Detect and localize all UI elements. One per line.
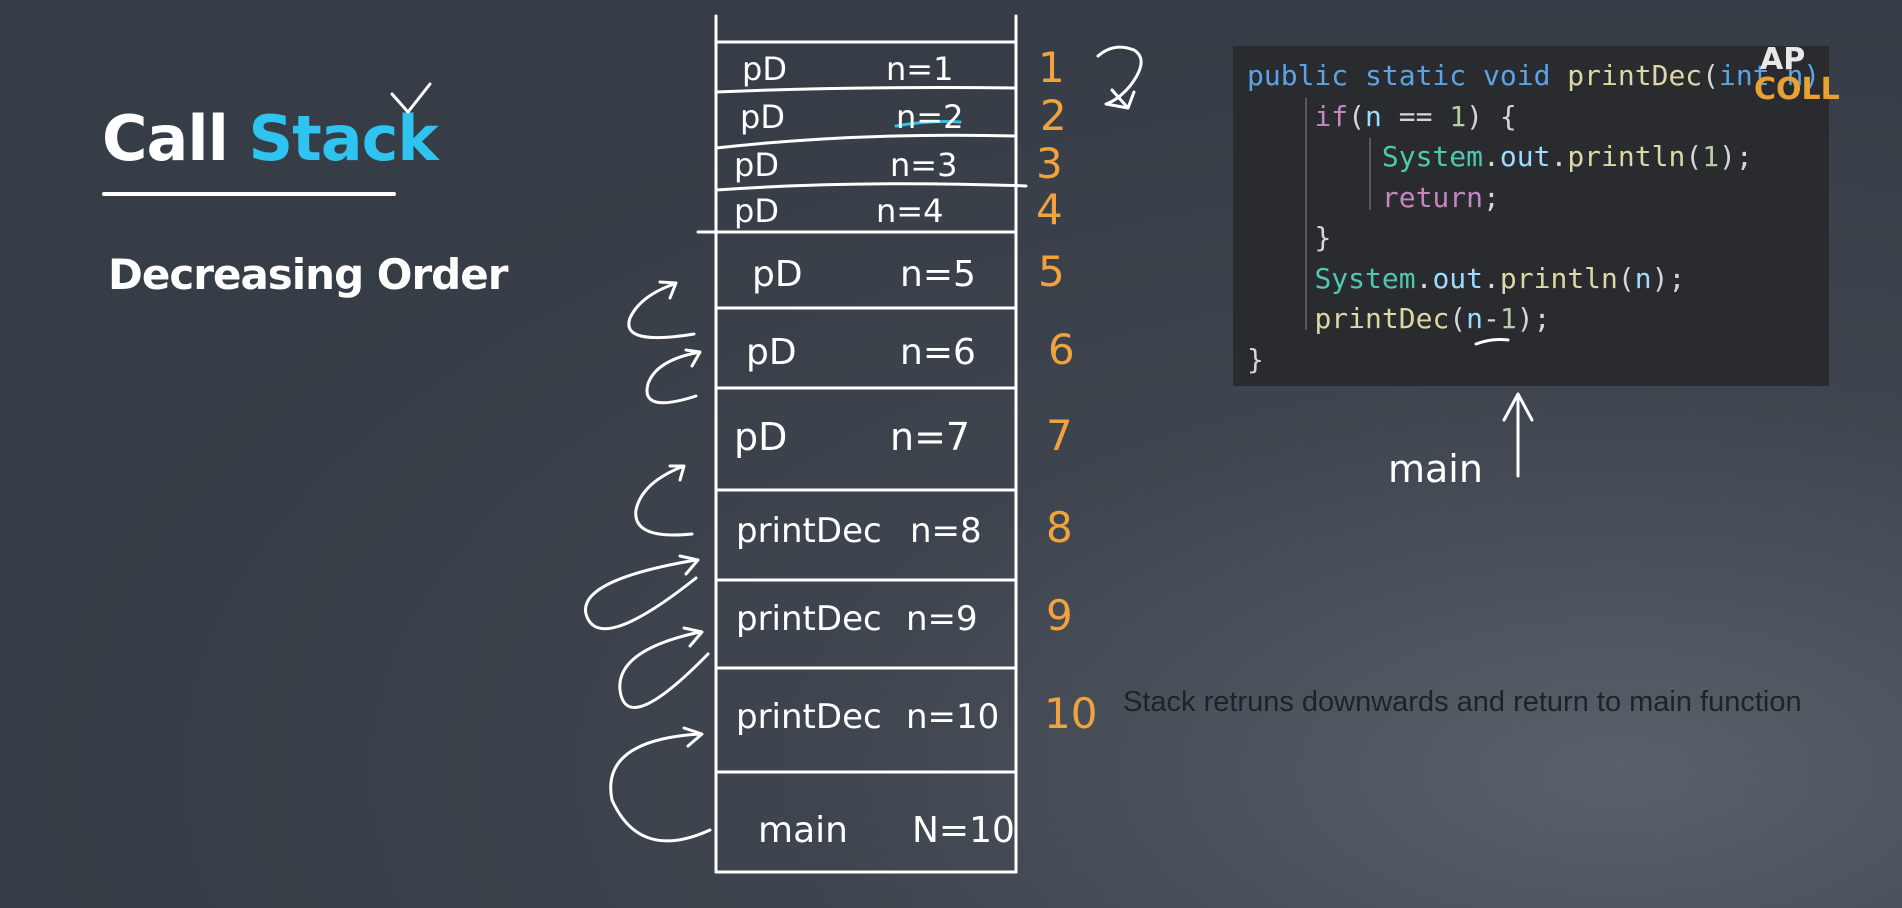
code-token: 1 xyxy=(1449,99,1467,133)
code-token: System xyxy=(1381,140,1484,173)
frame-name: pD xyxy=(746,332,797,373)
code-token: n xyxy=(1365,99,1382,133)
code-token: } xyxy=(1247,342,1264,376)
frame-name: printDec xyxy=(736,511,882,551)
up-arrow-icon xyxy=(1502,392,1534,478)
frame-value: n=2 xyxy=(896,98,963,136)
frame-index: 2 xyxy=(1040,91,1067,140)
frame-divider xyxy=(714,182,1028,192)
frame-index: 6 xyxy=(1048,325,1075,374)
frame-index: 5 xyxy=(1038,247,1065,296)
indent-guide xyxy=(1369,138,1371,210)
code-token: . xyxy=(1483,261,1500,295)
frame-value: n=3 xyxy=(890,146,957,184)
recursion-arrow xyxy=(609,726,712,843)
title-underline xyxy=(102,192,396,196)
code-token: } xyxy=(1314,221,1332,254)
code-token: System xyxy=(1314,261,1416,295)
code-token: ); xyxy=(1719,140,1753,173)
frame-index: 10 xyxy=(1044,689,1097,738)
code-token: println xyxy=(1499,261,1618,295)
code-token: ; xyxy=(1483,180,1500,214)
code-token: printDec xyxy=(1567,59,1703,92)
title-block: Call Stack xyxy=(102,108,439,170)
frame-index: 4 xyxy=(1036,185,1063,234)
recursion-arrow xyxy=(627,280,696,340)
annotation-note: Stack retruns downwards and return to ma… xyxy=(1123,686,1802,718)
recursion-arrow xyxy=(645,348,702,405)
indent-guide xyxy=(1305,98,1307,330)
code-token: ( xyxy=(1617,261,1635,295)
code-token: ( xyxy=(1685,140,1703,173)
channel-logo: AP COLL xyxy=(1754,42,1840,112)
code-token: n xyxy=(1466,302,1484,335)
code-underline xyxy=(1474,338,1510,346)
code-token: ( xyxy=(1449,302,1467,335)
frame-value: n=6 xyxy=(900,332,976,373)
frame-name: pD xyxy=(742,50,787,88)
frame-value: N=10 xyxy=(912,810,1015,851)
scribble-mark xyxy=(1096,45,1143,110)
frame-value: n=1 xyxy=(886,50,953,88)
frame-value: n=10 xyxy=(906,697,999,737)
code-token: . xyxy=(1415,261,1433,295)
frame-name: pD xyxy=(734,192,779,230)
code-token: public static void xyxy=(1247,59,1551,92)
code-token: if xyxy=(1314,99,1349,133)
code-token: == xyxy=(1381,99,1450,133)
recursion-arrow xyxy=(634,464,694,537)
frame-name: main xyxy=(758,810,848,851)
code-token: . xyxy=(1483,140,1500,173)
frame-index: 3 xyxy=(1036,139,1063,188)
page-title: Call Stack xyxy=(102,108,439,170)
frame-name: pD xyxy=(740,98,785,136)
code-token: ( xyxy=(1702,59,1720,92)
code-token: out xyxy=(1432,261,1484,295)
code-token: int n) xyxy=(1719,59,1821,92)
title-call: Call xyxy=(102,102,229,175)
check-icon xyxy=(390,82,432,114)
code-panel: public static void printDec(int n) if(n … xyxy=(1233,46,1829,386)
frame-index: 9 xyxy=(1046,591,1073,640)
frame-divider xyxy=(714,133,1018,150)
code-token: n xyxy=(1634,261,1652,295)
code-token: ); xyxy=(1516,302,1551,335)
code-token: return xyxy=(1381,180,1484,214)
code-token: - xyxy=(1483,302,1500,335)
frame-divider xyxy=(714,86,1018,94)
frame-name: pD xyxy=(752,254,803,295)
code-token: out xyxy=(1499,140,1551,173)
frame-value: n=7 xyxy=(890,415,970,459)
frame-name: pD xyxy=(734,146,779,184)
frame-name: pD xyxy=(734,415,787,459)
frame-value: n=4 xyxy=(876,192,943,230)
code-token: ); xyxy=(1651,261,1686,295)
frame-index: 1 xyxy=(1038,43,1065,92)
recursion-arrow xyxy=(618,626,710,709)
title-stack: Stack xyxy=(248,102,438,175)
frame-index: 8 xyxy=(1046,503,1073,552)
recursion-arrow xyxy=(584,554,700,631)
frame-value: n=9 xyxy=(906,599,978,639)
code-token: 1 xyxy=(1702,140,1720,173)
code-token: ) { xyxy=(1466,99,1517,133)
frame-value: n=8 xyxy=(910,511,982,551)
frame-name: printDec xyxy=(736,599,882,639)
code-token: 1 xyxy=(1499,302,1517,335)
main-label: main xyxy=(1388,447,1483,491)
frame-value: n=5 xyxy=(900,254,976,295)
frame-index: 7 xyxy=(1046,411,1073,460)
code-block: public static void printDec(int n) if(n … xyxy=(1247,56,1820,380)
highlight-underline xyxy=(894,120,962,128)
stack-frames: pD n=1 1 pD n=2 2 pD n=3 3 pD n=4 4 pD n=5 5 pD n=6 6 pD n=… xyxy=(734,43,1097,851)
logo-top: AP xyxy=(1760,42,1806,77)
code-token: ( xyxy=(1348,99,1366,133)
code-token: printDec xyxy=(1314,302,1450,335)
code-token: println xyxy=(1567,140,1686,173)
subtitle: Decreasing Order xyxy=(108,250,508,299)
logo-bottom: COLL xyxy=(1754,72,1840,107)
code-token: . xyxy=(1550,140,1568,173)
frame-name: printDec xyxy=(736,697,882,737)
